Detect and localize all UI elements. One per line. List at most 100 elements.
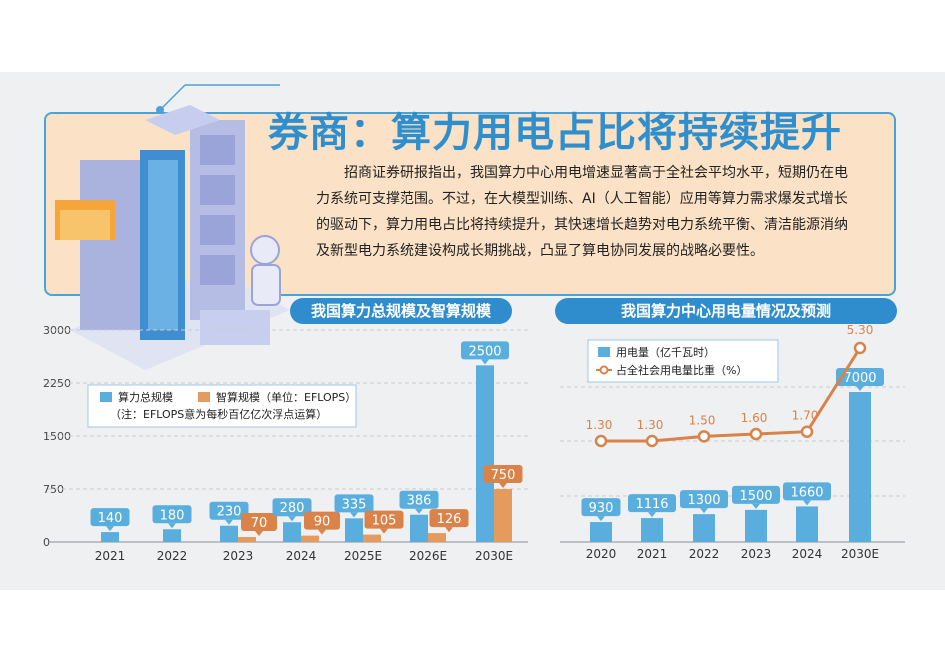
legend-note: （注：EFLOPS意为每秒百亿亿次浮点运算） [110,407,327,421]
bar-usage [693,514,715,542]
line-point [749,427,763,441]
x-tick-label: 2026E [409,549,447,563]
bar-usage [641,518,663,542]
data-label-intelligent-pointer [499,483,507,488]
line-data-label: 1.30 [586,418,613,432]
data-label-total: 335 [342,497,367,512]
bar-intelligent [428,533,446,542]
x-tick-label: 2024 [286,549,317,563]
bar-total [476,365,494,542]
data-label-total: 386 [407,494,432,509]
data-label-usage: 1116 [635,497,668,512]
data-label-usage-pointer [700,508,708,514]
bar-total [101,532,119,542]
data-label-usage: 1300 [687,493,720,508]
intro-text: 招商证券研报指出，我国算力中心用电增速显著高于全社会平均水平，短期仍在电力系统可… [316,165,848,259]
data-label-total: 140 [98,511,123,526]
data-label-usage: 7000 [843,371,876,386]
line-data-label: 1.70 [792,409,819,423]
x-tick-label: 2022 [689,547,720,561]
bar-intelligent [363,534,381,542]
intro-box [44,112,896,296]
data-label-usage-bg [628,494,676,513]
data-label-total-pointer [288,516,296,522]
data-label-intelligent: 90 [314,515,331,530]
line-share [601,347,862,443]
desk [200,310,270,345]
data-label-intelligent: 750 [491,468,516,483]
data-label-intelligent-bg [429,509,469,528]
x-tick-label: 2023 [741,547,772,561]
line-data-label: 5.30 [847,323,874,337]
data-label-intelligent-bg [364,510,404,529]
server-illustration [55,84,290,370]
bar-usage [590,522,612,542]
legend-label-total: 算力总规模 [118,390,173,404]
bar-usage [745,509,767,542]
bar-usage [796,506,818,542]
data-label-total-bg [334,494,374,513]
data-label-intelligent-pointer [318,529,326,535]
data-label-intelligent: 126 [437,512,462,527]
data-label-usage-bg [732,485,780,504]
legend-box [87,384,357,428]
data-label-total-pointer [225,519,233,525]
bar-total [345,518,363,542]
server-rack-left [80,160,140,330]
data-label-usage-pointer [597,516,605,522]
bar-intelligent [238,537,256,542]
data-label-intelligent: 70 [251,516,268,531]
y-tick-label: 750 [43,483,64,496]
data-label-total-bg [461,341,509,360]
data-label-total-bg [90,508,130,527]
data-label-usage-bg [783,482,831,501]
x-tick-label: 2024 [792,547,823,561]
data-label-intelligent-pointer [255,531,263,537]
data-label-total-bg [152,505,192,524]
data-label-total: 2500 [468,344,501,359]
bar-intelligent [494,489,512,542]
page-title: 券商：算力用电占比将持续提升 [268,110,842,156]
data-label-usage-pointer [856,386,864,391]
chart1-title: 我国算力总规模及智算规模 [290,298,512,324]
data-label-total: 230 [217,505,242,520]
legend-label-share: 占全社会用电量比重（%） [616,363,747,377]
line-data-label: 1.50 [689,413,716,427]
y-tick-label: 0 [43,536,50,549]
data-label-total-bg [272,498,312,517]
x-tick-label: 2030E [475,549,513,563]
data-label-intelligent-pointer [380,528,388,534]
data-label-total-pointer [168,523,176,529]
x-tick-label: 2023 [223,549,254,563]
data-label-total-bg [209,501,249,520]
line-point [853,341,867,355]
line-point [697,430,711,443]
legend-swatch-usage [598,347,610,357]
bar-intelligent [301,535,319,542]
legend-swatch-intelligent [198,392,210,402]
data-label-usage-pointer [648,512,656,518]
data-label-usage-pointer [752,503,760,509]
data-label-total-pointer [106,526,114,532]
data-label-total: 280 [280,501,305,516]
data-label-intelligent-pointer [445,527,453,533]
data-label-intelligent: 105 [372,514,397,529]
data-label-total-pointer [415,508,423,514]
data-label-usage: 1660 [790,485,823,500]
legend-swatch-share-dot [599,365,609,375]
line-data-label: 1.60 [741,411,768,425]
line-point [800,425,814,438]
line-point [645,434,659,448]
data-label-usage-bg [581,498,621,517]
data-label-usage: 930 [589,501,614,516]
data-label-usage-bg [836,368,884,386]
x-tick-label: 2021 [637,547,668,561]
bar-total [220,525,238,542]
line-data-label: 1.30 [637,418,664,432]
legend-swatch-total [100,392,112,402]
bar-usage [849,392,871,542]
line-point [594,434,608,448]
